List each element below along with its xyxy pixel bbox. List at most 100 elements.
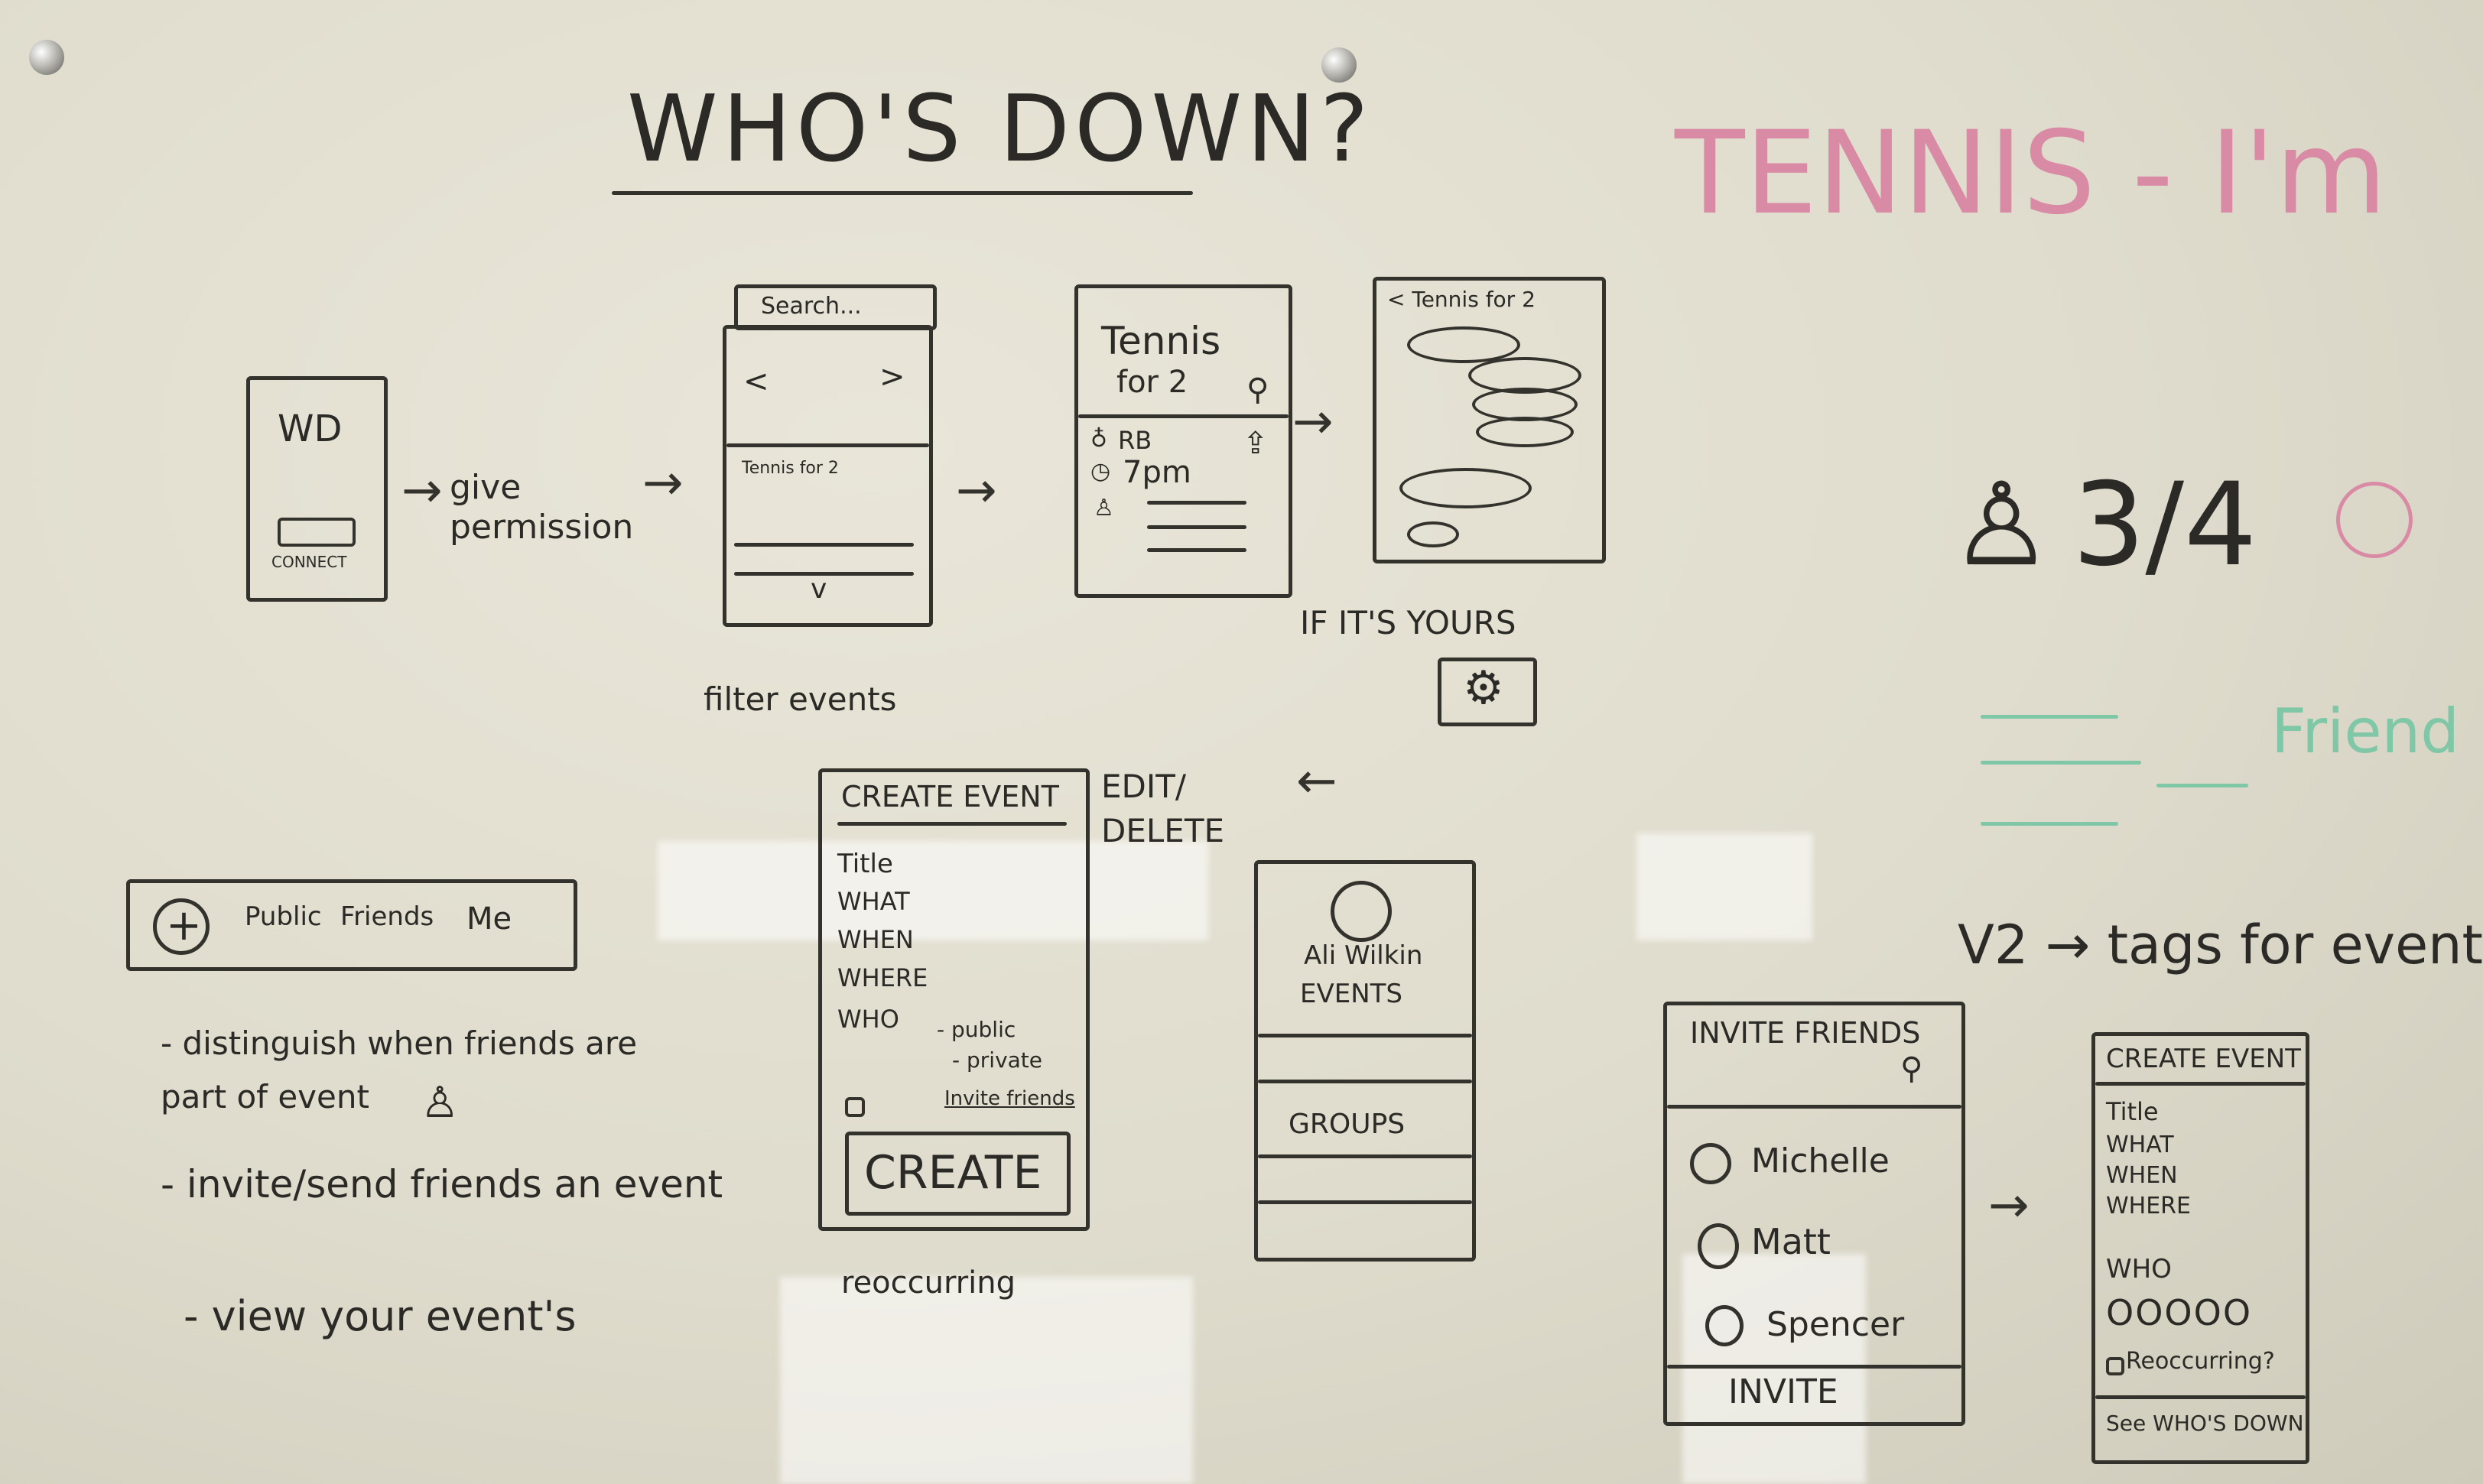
- profile-sketch: Ali Wilkin EVENTS GROUPS: [1254, 860, 1476, 1262]
- avatar: [1331, 881, 1392, 942]
- share-icon[interactable]: ⇪: [1243, 426, 1269, 461]
- invite-friends-sketch: INVITE FRIENDS ⚲ Michelle Matt Spencer I…: [1663, 1002, 1965, 1426]
- field-when[interactable]: WHEN: [837, 925, 914, 954]
- friend-select-radio[interactable]: [1705, 1305, 1744, 1346]
- friend-name: Michelle: [1751, 1141, 1890, 1180]
- divider: [726, 443, 929, 447]
- event-location: RB: [1118, 426, 1152, 455]
- plus-icon: +: [166, 901, 202, 950]
- arrow-right-icon: →: [642, 455, 684, 511]
- clock-icon: [2336, 482, 2413, 558]
- who-private-option[interactable]: - private: [952, 1047, 1043, 1073]
- nav-prev-icon[interactable]: <: [743, 364, 769, 399]
- green-line: [1981, 715, 2118, 719]
- pink-heading: TENNIS - I'm: [1675, 107, 2387, 240]
- chevron-down-icon[interactable]: v: [811, 573, 827, 605]
- field-who[interactable]: WHO: [837, 1005, 899, 1034]
- divider: [1258, 1200, 1472, 1204]
- search-bar-sketch[interactable]: Search...: [734, 284, 937, 330]
- text-line: [1147, 525, 1246, 529]
- v2-note: V2 → tags for event: [1958, 914, 2483, 976]
- reoccurring-note: reoccurring: [841, 1265, 1016, 1301]
- create-event-header: CREATE EVENT: [841, 780, 1059, 813]
- arrow-right-icon: →: [1988, 1177, 2030, 1234]
- event-detail-sketch: Tennis for 2 ⚲ ♁ RB ⇪ ◷ 7pm ♙: [1074, 284, 1292, 598]
- tab-me[interactable]: Me: [466, 901, 512, 937]
- create-event-sketch: CREATE EVENT Title WHAT WHEN WHERE WHO -…: [818, 768, 1090, 1231]
- event-time: 7pm: [1123, 455, 1191, 490]
- splash-screen-sketch: WD CONNECT: [246, 376, 388, 602]
- tab-bar-sketch: + Public Friends Me: [126, 879, 577, 971]
- reoccurring-checkbox[interactable]: [845, 1097, 865, 1117]
- see-whos-down-button[interactable]: See WHO'S DOWN: [2106, 1411, 2304, 1436]
- friends-label: Friend: [2271, 696, 2460, 767]
- event-title: Tennis: [1101, 319, 1221, 363]
- create-event-v2-header: CREATE EVENT: [2106, 1044, 2301, 1074]
- tab-public[interactable]: Public: [245, 901, 322, 932]
- create-button[interactable]: CREATE: [845, 1132, 1071, 1216]
- gear-button[interactable]: ⚙: [1438, 658, 1537, 726]
- glare-reflection: [658, 841, 1208, 940]
- title-underline: [612, 191, 1193, 195]
- field-what[interactable]: WHAT: [837, 887, 910, 916]
- v2-field-where[interactable]: WHERE: [2106, 1193, 2191, 1219]
- divider: [1258, 1154, 1472, 1158]
- friend-circles[interactable]: OOOOO: [2106, 1292, 2253, 1333]
- arrow-left-icon: ←: [1296, 753, 1337, 810]
- text-line: [1147, 548, 1246, 552]
- v2-field-what[interactable]: WHAT: [2106, 1132, 2174, 1158]
- clock-icon: ◷: [1090, 458, 1111, 485]
- green-line: [1981, 761, 2141, 765]
- search-icon[interactable]: ⚲: [1246, 372, 1269, 408]
- friend-name: Matt: [1751, 1221, 1831, 1262]
- divider: [1258, 1034, 1472, 1038]
- create-event-v2-sketch: CREATE EVENT Title WHAT WHEN WHERE WHO O…: [2091, 1032, 2309, 1464]
- profile-events-tab[interactable]: EVENTS: [1300, 979, 1403, 1009]
- add-button[interactable]: +: [153, 898, 210, 955]
- wd-logo: WD: [278, 408, 343, 450]
- nav-next-icon[interactable]: >: [879, 359, 905, 395]
- search-icon[interactable]: ⚲: [1900, 1051, 1923, 1086]
- connect-button[interactable]: [278, 518, 356, 547]
- field-title[interactable]: Title: [837, 849, 893, 879]
- back-label[interactable]: < Tennis for 2: [1387, 287, 1536, 312]
- reoccurring-checkbox[interactable]: [2106, 1357, 2124, 1375]
- create-button-label: CREATE: [864, 1146, 1042, 1200]
- scribble-shape: [1399, 468, 1532, 508]
- profile-name: Ali Wilkin: [1304, 940, 1423, 971]
- friend-select-radio[interactable]: [1690, 1143, 1731, 1184]
- person-icon: ♙: [1094, 495, 1114, 521]
- divider: [1667, 1105, 1961, 1109]
- green-line: [1981, 822, 2118, 826]
- scribble-shape: [1476, 417, 1574, 447]
- scribble-shape: [1407, 326, 1520, 363]
- v2-field-title[interactable]: Title: [2106, 1097, 2159, 1126]
- invite-friends-header: INVITE FRIENDS: [1690, 1016, 1921, 1050]
- search-screen-sketch: < > Tennis for 2 v: [723, 325, 933, 627]
- friend-select-radio[interactable]: [1698, 1223, 1739, 1269]
- v2-field-who[interactable]: WHO: [2106, 1254, 2172, 1284]
- edit-delete-note: EDIT/ DELETE: [1101, 768, 1225, 849]
- field-where[interactable]: WHERE: [837, 963, 928, 992]
- profile-groups-tab[interactable]: GROUPS: [1289, 1109, 1406, 1140]
- tab-friends[interactable]: Friends: [340, 901, 434, 932]
- v2-field-when[interactable]: WHEN: [2106, 1162, 2178, 1189]
- divider: [734, 543, 914, 547]
- arrow-right-icon: →: [401, 463, 443, 519]
- text-line: [1147, 501, 1246, 505]
- note-distinguish: - distinguish when friends are part of e…: [161, 1025, 638, 1115]
- divider: [2095, 1395, 2306, 1399]
- person-icon: ♙: [1950, 459, 2053, 592]
- scribble-shape: [1407, 521, 1459, 547]
- invite-button[interactable]: INVITE: [1728, 1372, 1838, 1411]
- event-map-sketch: < Tennis for 2: [1373, 277, 1606, 563]
- invite-friends-option[interactable]: Invite friends: [944, 1087, 1075, 1110]
- connect-label: CONNECT: [271, 553, 347, 571]
- who-public-option[interactable]: - public: [937, 1017, 1016, 1042]
- event-title-line2: for 2: [1116, 365, 1188, 400]
- arrow-right-icon: →: [956, 463, 997, 519]
- note-view-events: - view your event's: [184, 1292, 577, 1340]
- attendee-counter: 3/4: [2072, 459, 2257, 592]
- gear-icon: ⚙: [1463, 661, 1504, 715]
- search-row-text[interactable]: Tennis for 2: [742, 459, 839, 478]
